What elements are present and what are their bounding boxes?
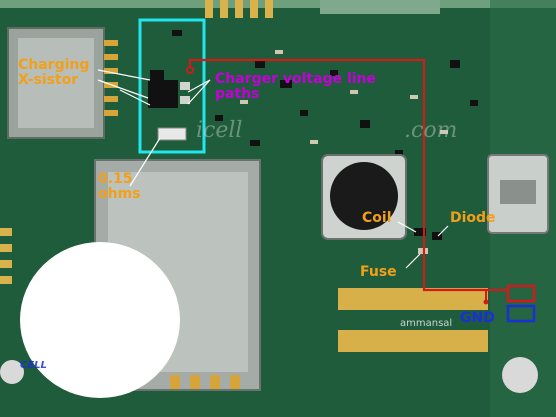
left-edge-pads: [0, 228, 12, 284]
board-top-edge: [0, 0, 556, 8]
bottom-pad-upper: [338, 288, 488, 310]
mount-hole-bottom-left: [0, 360, 24, 384]
white-circle-cover: [20, 242, 180, 398]
label-coil: Coil: [362, 210, 392, 226]
label-gnd: GND: [460, 310, 495, 326]
smd-capacitors: [240, 50, 448, 144]
smd-components: [150, 30, 478, 156]
watermark-small: ammansal: [400, 318, 453, 329]
label-diode: Diode: [450, 210, 496, 226]
label-resistor-line-2: ohms: [98, 186, 141, 202]
charging-transistor: [148, 80, 178, 108]
sense-resistor: [157, 127, 187, 141]
charger-gnd-pad: [506, 304, 536, 323]
charger-voltage-trace: [188, 58, 508, 292]
top-edge-pads: [205, 0, 440, 18]
label-resistor-line-1: 0.15: [98, 171, 133, 187]
label-fuse: Fuse: [360, 264, 397, 280]
bottom-pad-lower: [338, 330, 488, 352]
coil-component: [414, 228, 426, 236]
label-charger-line-2: paths: [215, 86, 260, 102]
label-charging-line-2: X-sistor: [18, 72, 79, 88]
label-charging-line-1: Charging: [18, 57, 90, 73]
vibration-motor: [330, 162, 398, 230]
brand-mark: CELL: [20, 360, 47, 371]
annotation-pointer-lines: [97, 69, 449, 269]
label-charging-transistor: Charging X-sistor: [18, 58, 89, 88]
memory-slot-contacts: [170, 375, 240, 389]
label-charger-voltage-paths: Charger voltage line paths: [215, 72, 376, 102]
transistor-pin-2: [180, 96, 190, 104]
sim-connector-inner: [18, 38, 94, 128]
watermark-right: .com: [404, 118, 458, 143]
diode-component: [432, 232, 442, 240]
label-charger-line-1: Charger voltage line: [215, 71, 377, 87]
mount-hole-bottom-right: [502, 357, 538, 393]
charger-positive-pad: [506, 284, 536, 303]
transistor-pin-1: [180, 82, 190, 90]
watermark-left: icell: [196, 118, 243, 143]
usb-port: [500, 180, 536, 204]
trace-origin-marker: [186, 66, 194, 74]
label-resistor-value: 0.15 ohms: [98, 172, 141, 202]
